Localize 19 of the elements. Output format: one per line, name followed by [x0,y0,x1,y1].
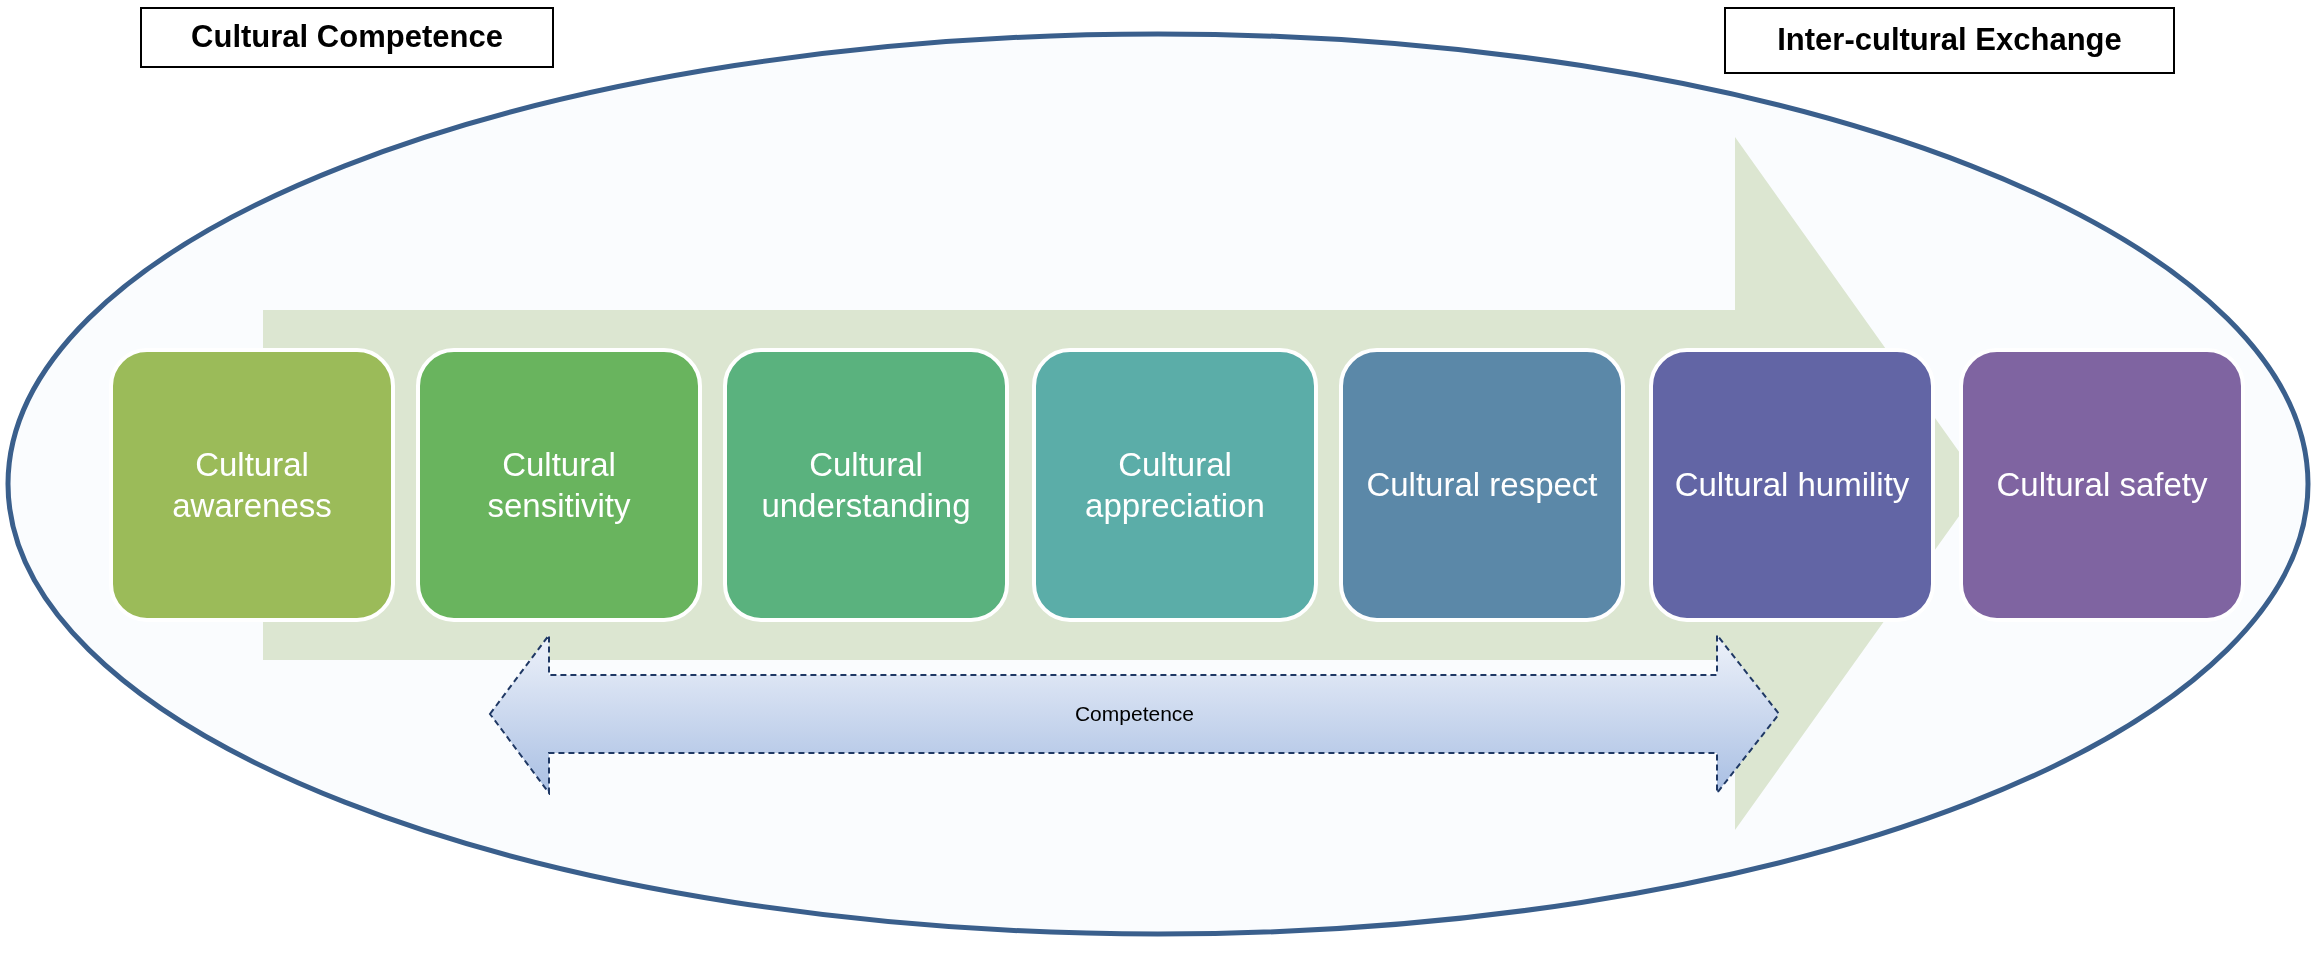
step-box [1032,348,1318,622]
node-text: Cultural awareness [171,444,333,526]
node-text: Cultural appreciation [1084,444,1266,526]
node-text: Cultural Competence [191,18,503,57]
arrow-label: Competence [1074,701,1195,728]
step-box [1649,348,1935,622]
title-box [140,7,554,68]
node-text: Cultural safety [1996,465,2208,506]
step-box [109,348,395,622]
step-box [723,348,1009,622]
node-text: Cultural humility [1674,465,1910,506]
node-text: Cultural understanding [760,444,972,526]
step-box [1339,348,1625,622]
node-text: Cultural respect [1366,465,1598,506]
step-box [1959,348,2245,622]
step-box [416,348,702,622]
node-text: Cultural sensitivity [486,444,632,526]
node-text: Inter-cultural Exchange [1777,21,2122,60]
title-box [1724,7,2175,74]
